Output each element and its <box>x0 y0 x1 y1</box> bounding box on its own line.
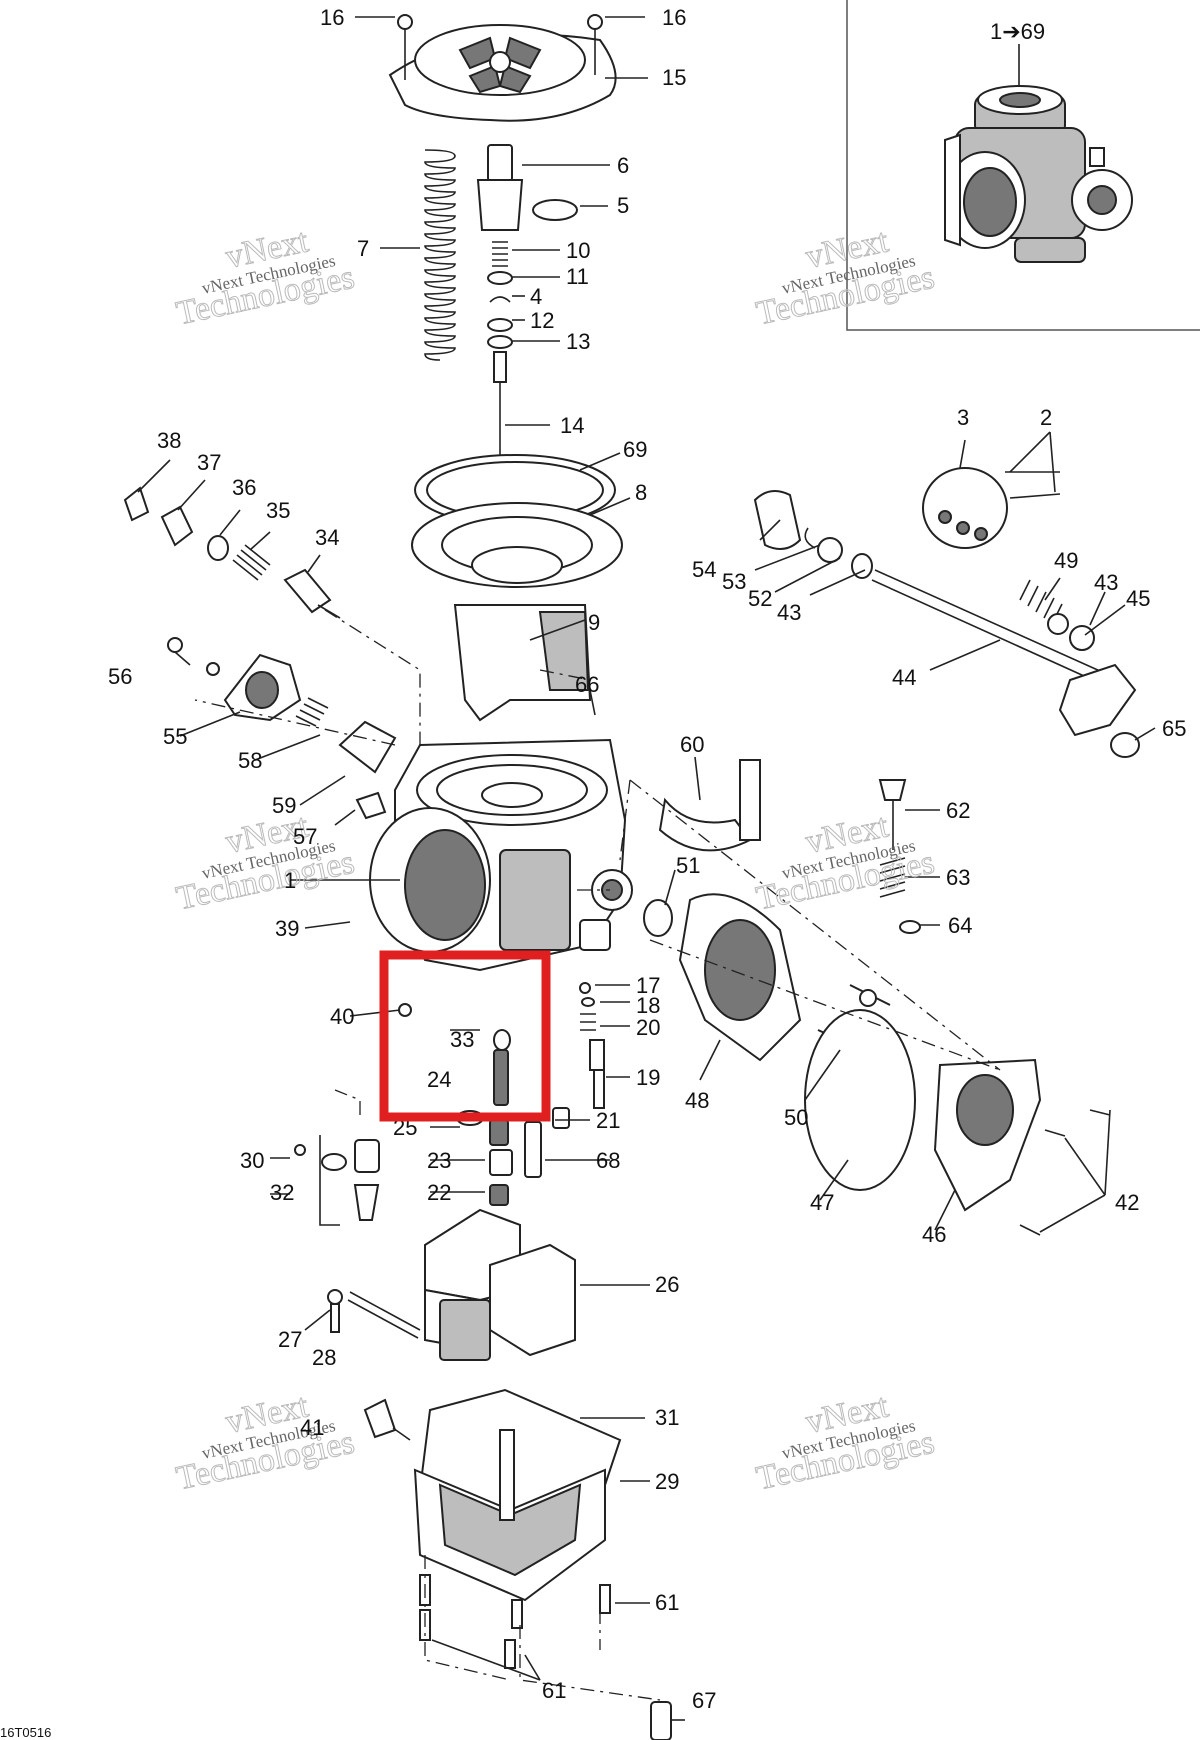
callout-34: 34 <box>315 525 339 550</box>
callout-2: 2 <box>1040 405 1052 430</box>
callout-40: 40 <box>330 1004 354 1029</box>
callout-41: 41 <box>300 1415 324 1440</box>
top-cap-assembly <box>388 14 617 122</box>
carburetor-body <box>369 738 633 972</box>
callout-26: 26 <box>655 1272 679 1297</box>
callout-69: 69 <box>623 437 647 462</box>
callout-45: 45 <box>1126 586 1150 611</box>
inset-label: 1➔69 <box>990 19 1045 44</box>
callout-9: 9 <box>588 610 600 635</box>
callout-57: 57 <box>293 824 317 849</box>
callout-54: 54 <box>692 557 716 582</box>
callout-68: 68 <box>596 1148 620 1173</box>
callout-42: 42 <box>1115 1190 1139 1215</box>
callout-23: 23 <box>427 1148 451 1173</box>
callout-56: 56 <box>108 664 132 689</box>
leader-lines <box>137 16 1156 1721</box>
callout-13: 13 <box>566 329 590 354</box>
callout-55: 55 <box>163 724 187 749</box>
callout-3: 3 <box>957 405 969 430</box>
callout-46: 46 <box>922 1222 946 1247</box>
callout-27: 27 <box>278 1327 302 1352</box>
alignment-lines <box>194 609 1001 1701</box>
callout-65: 65 <box>1162 716 1186 741</box>
callout-43: 43 <box>777 600 801 625</box>
callout-11: 11 <box>566 264 589 289</box>
callout-labels: 16 16 15 6 5 7 10 11 4 12 13 14 69 8 38 … <box>108 5 1186 1713</box>
callout-24: 24 <box>427 1067 451 1092</box>
callout-17: 17 <box>636 973 660 998</box>
callout-8: 8 <box>635 480 647 505</box>
inset-carburetor-image <box>944 85 1133 263</box>
callout-20: 20 <box>636 1015 660 1040</box>
callout-33: 33 <box>450 1027 474 1052</box>
callout-48: 48 <box>685 1088 709 1113</box>
callout-61: 61 <box>542 1678 566 1703</box>
slide-spring <box>424 149 456 361</box>
callout-52: 52 <box>748 586 772 611</box>
highlight-box <box>379 950 551 1122</box>
float-bowl <box>363 1388 672 1740</box>
right-side-parts <box>643 467 1140 1236</box>
callout-14: 14 <box>560 413 584 438</box>
callout-51: 51 <box>676 853 700 878</box>
callout-1: 1 <box>284 868 296 893</box>
diagram-code: 16T0516 <box>0 1725 51 1740</box>
callout-53: 53 <box>722 569 746 594</box>
callout-67: 67 <box>692 1688 716 1713</box>
callout-44: 44 <box>892 665 916 690</box>
callout-49: 49 <box>1054 548 1078 573</box>
callout-59: 59 <box>272 793 296 818</box>
callout-60: 60 <box>680 732 704 757</box>
callout-21: 21 <box>596 1108 620 1133</box>
callout-61: 61 <box>655 1590 679 1615</box>
callout-15: 15 <box>662 65 686 90</box>
callout-35: 35 <box>266 498 290 523</box>
callout-18: 18 <box>636 993 660 1018</box>
callout-36: 36 <box>232 475 256 500</box>
callout-38: 38 <box>157 428 181 453</box>
callout-12: 12 <box>530 308 554 333</box>
callout-10: 10 <box>566 238 590 263</box>
needle-stack <box>476 144 578 500</box>
callout-22: 22 <box>427 1180 451 1205</box>
diaphragm-slide <box>411 454 623 722</box>
callout-30: 30 <box>240 1148 264 1173</box>
callout-63: 63 <box>946 865 970 890</box>
callout-16: 16 <box>662 5 686 30</box>
callout-66: 66 <box>575 672 599 697</box>
callout-58: 58 <box>238 748 262 773</box>
callout-39: 39 <box>275 916 299 941</box>
callout-47: 47 <box>810 1190 834 1215</box>
callout-37: 37 <box>197 450 221 475</box>
callout-50: 50 <box>784 1105 808 1130</box>
callout-29: 29 <box>655 1469 679 1494</box>
callout-16: 16 <box>320 5 344 30</box>
float-assembly <box>327 1208 576 1361</box>
callout-28: 28 <box>312 1345 336 1370</box>
callout-7: 7 <box>357 236 369 261</box>
callout-4: 4 <box>530 284 542 309</box>
callout-31: 31 <box>655 1405 679 1430</box>
callout-43: 43 <box>1094 570 1118 595</box>
callout-62: 62 <box>946 798 970 823</box>
callout-32: 32 <box>270 1180 294 1205</box>
callout-19: 19 <box>636 1065 660 1090</box>
callout-6: 6 <box>617 153 629 178</box>
callout-5: 5 <box>617 193 629 218</box>
left-side-parts <box>123 486 397 820</box>
callout-64: 64 <box>948 913 972 938</box>
inset-panel: 1➔69 <box>846 0 1200 331</box>
